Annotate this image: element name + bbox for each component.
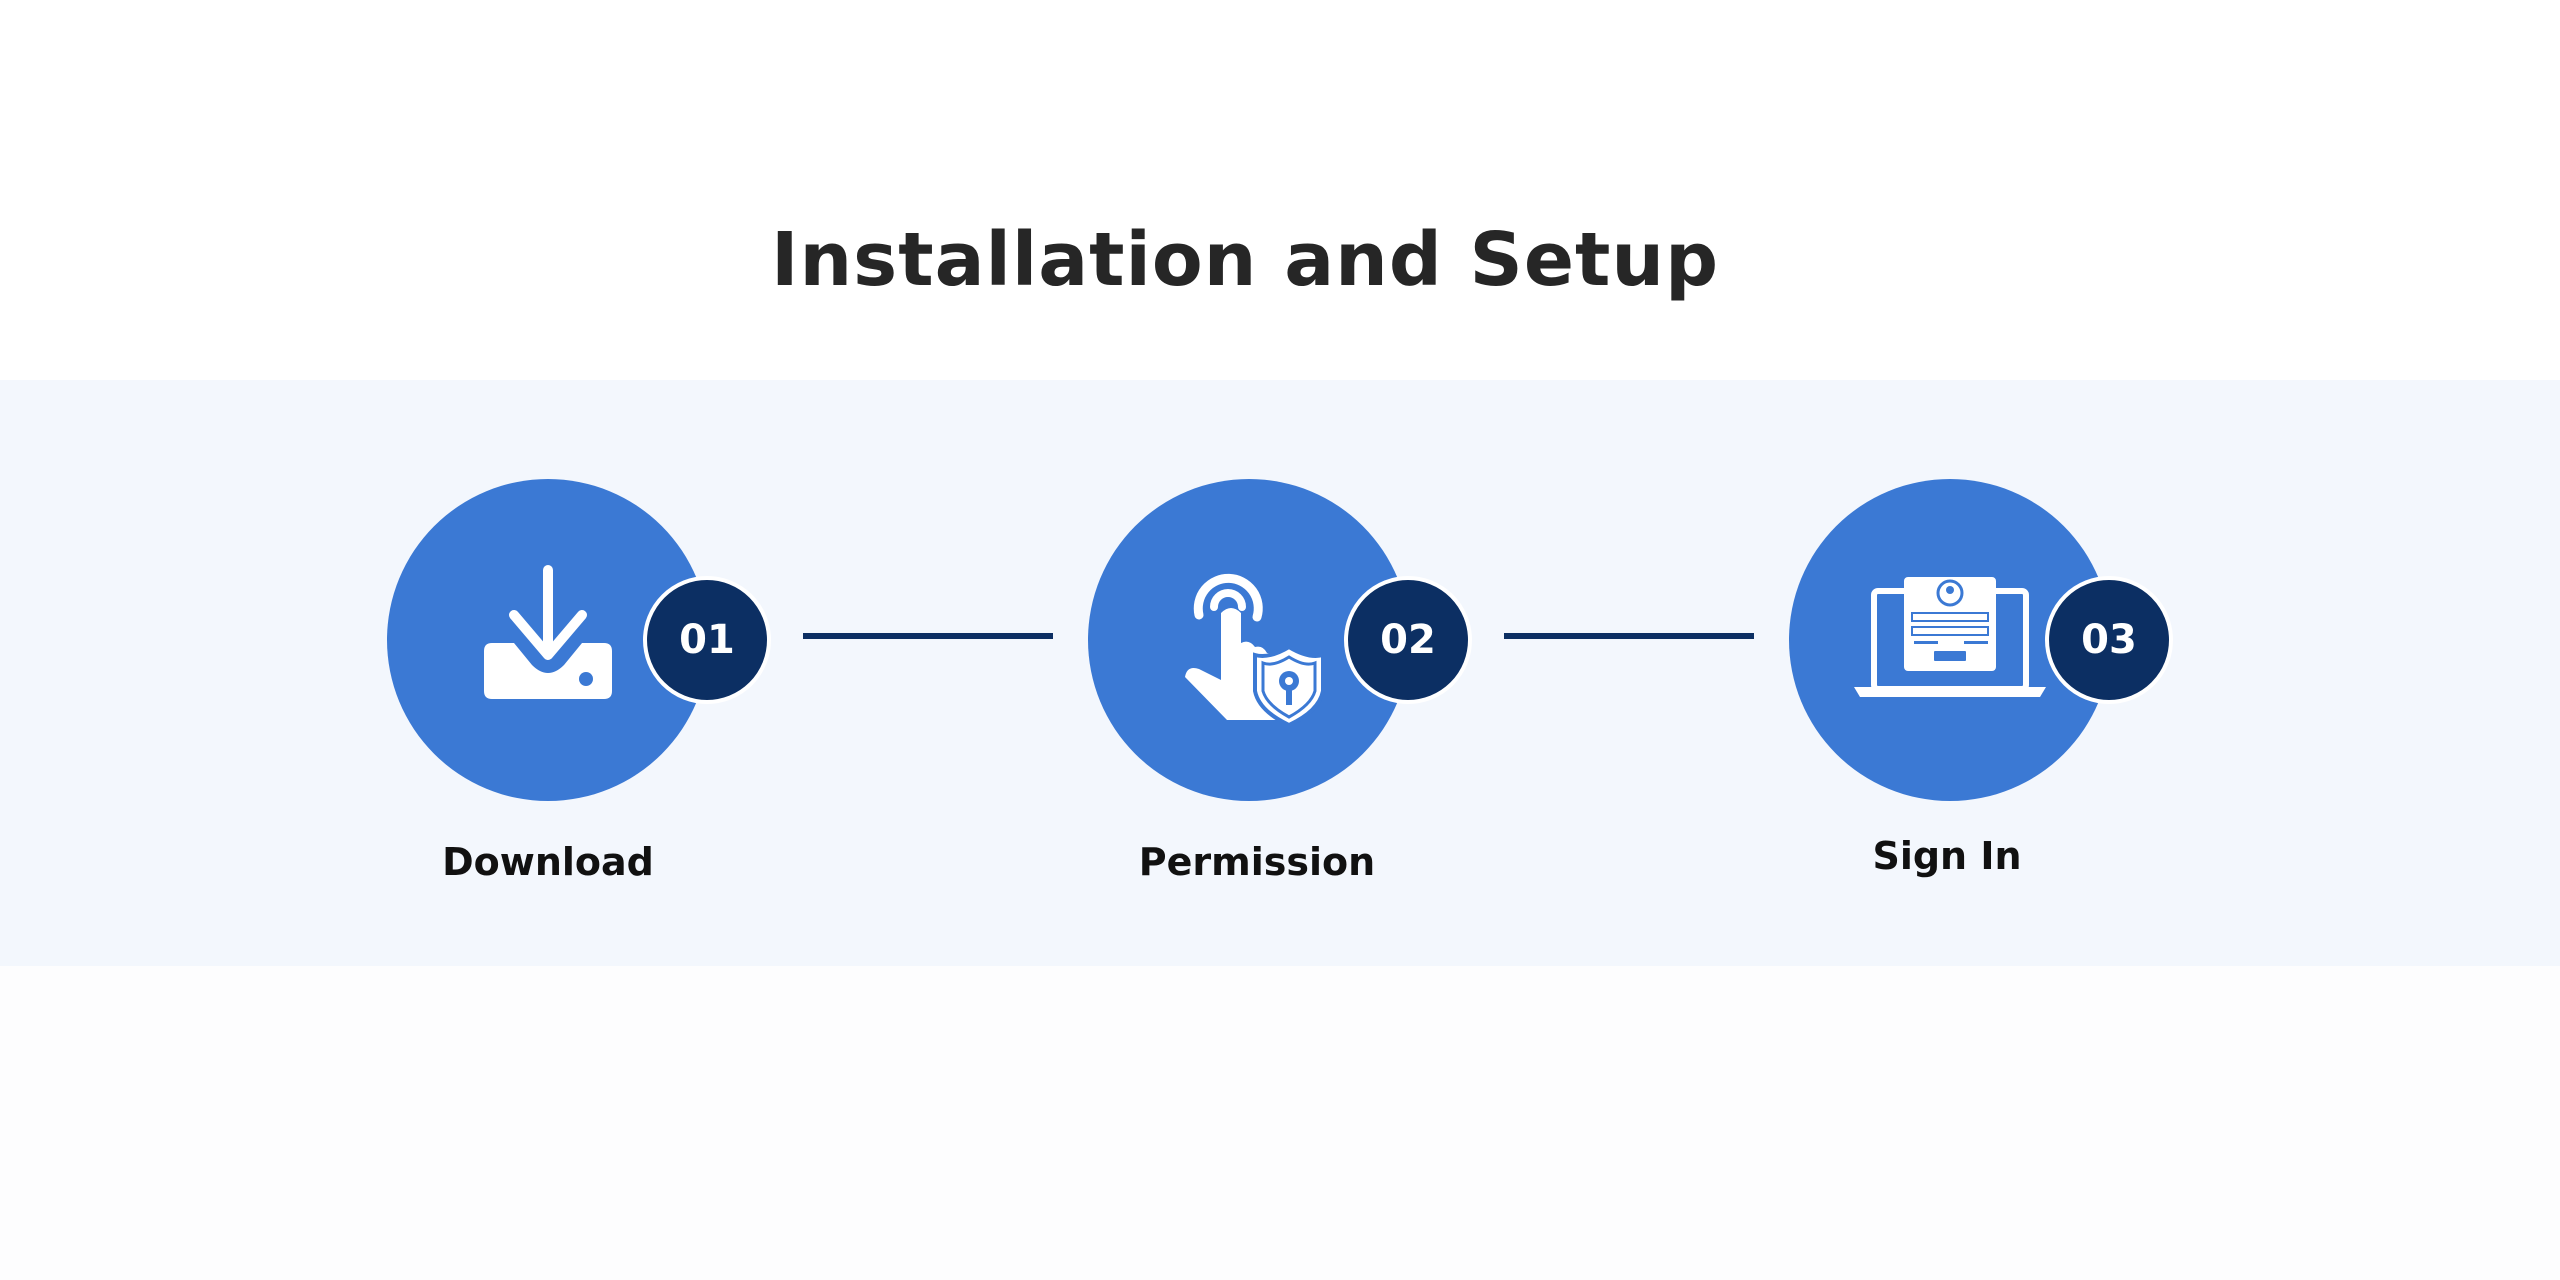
connector-1-2	[803, 633, 1053, 639]
step-3-label: Sign In	[1872, 834, 2022, 878]
step-2-label: Permission	[1138, 840, 1376, 884]
laptop-login-icon	[1854, 577, 2046, 697]
touch-shield-lock-icon	[1185, 573, 1325, 725]
step-3-badge: 03	[2045, 576, 2173, 704]
step-2-badge: 02	[1344, 576, 1472, 704]
download-tray-icon	[484, 565, 612, 699]
page-title: Installation and Setup	[770, 217, 1720, 303]
step-1-badge: 01	[643, 576, 771, 704]
connector-2-3	[1504, 633, 1754, 639]
step-1-label: Download	[442, 840, 654, 884]
bottom-area	[0, 966, 2560, 1280]
